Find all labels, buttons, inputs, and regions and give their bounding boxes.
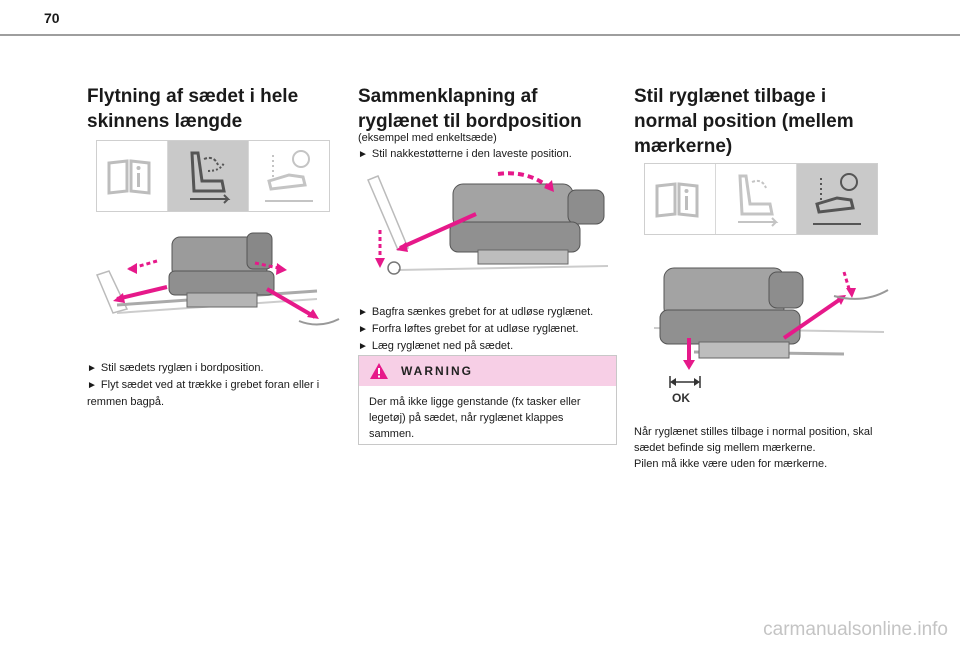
list-item: ►Forfra løftes grebet for at udløse rygl… [358,323,579,335]
warning-header: WARNING [359,356,616,386]
warning-text: Der må ikke ligge genstande (fx tasker e… [369,396,581,440]
ok-label: OK [672,391,690,405]
warning-title: WARNING [401,364,473,378]
seat-position-illustration: OK [653,267,889,405]
seat-slide-illustration [95,232,340,326]
seat-slide-icon [168,141,249,211]
section2-intro: (eksempel med enkeltsæde) ►Stil nakkestø… [358,130,616,163]
seat-fold-illustration [367,171,609,275]
section2-body: ►Bagfra sænkes grebet for at udløse rygl… [358,304,616,355]
section1-body: ►Stil sædets ryglæn i bordposition. ►Fly… [87,360,342,410]
icon-strip-3 [644,163,878,235]
section3-body: Når ryglænet stilles tilbage i normal po… [634,424,894,472]
watermark: carmanualsonline.info [763,619,948,640]
icon-strip-1 [96,140,330,212]
top-rule [0,34,960,36]
seat-fold-icon [249,141,329,211]
manual-book-icon [645,164,716,234]
warning-triangle-icon [370,363,388,379]
list-item: ►Flyt sædet ved at trække i grebet foran… [87,379,320,408]
paragraph: Når ryglænet stilles tilbage i normal po… [634,426,873,454]
intro-text: (eksempel med enkeltsæde) [358,132,497,144]
list-item: ►Bagfra sænkes grebet for at udløse rygl… [358,306,594,318]
list-item: ►Stil nakkestøtterne i den laveste posit… [358,148,572,160]
warning-box: WARNING Der må ikke ligge genstande (fx … [358,355,617,445]
seat-slide-icon [716,164,797,234]
list-item: ►Stil sædets ryglæn i bordposition. [87,362,264,374]
manual-book-icon [97,141,168,211]
page-number: 70 [44,10,60,26]
paragraph: Pilen må ikke være uden for mærkerne. [634,458,828,470]
seat-fold-icon [797,164,877,234]
list-item: ►Læg ryglænet ned på sædet. [358,340,514,352]
